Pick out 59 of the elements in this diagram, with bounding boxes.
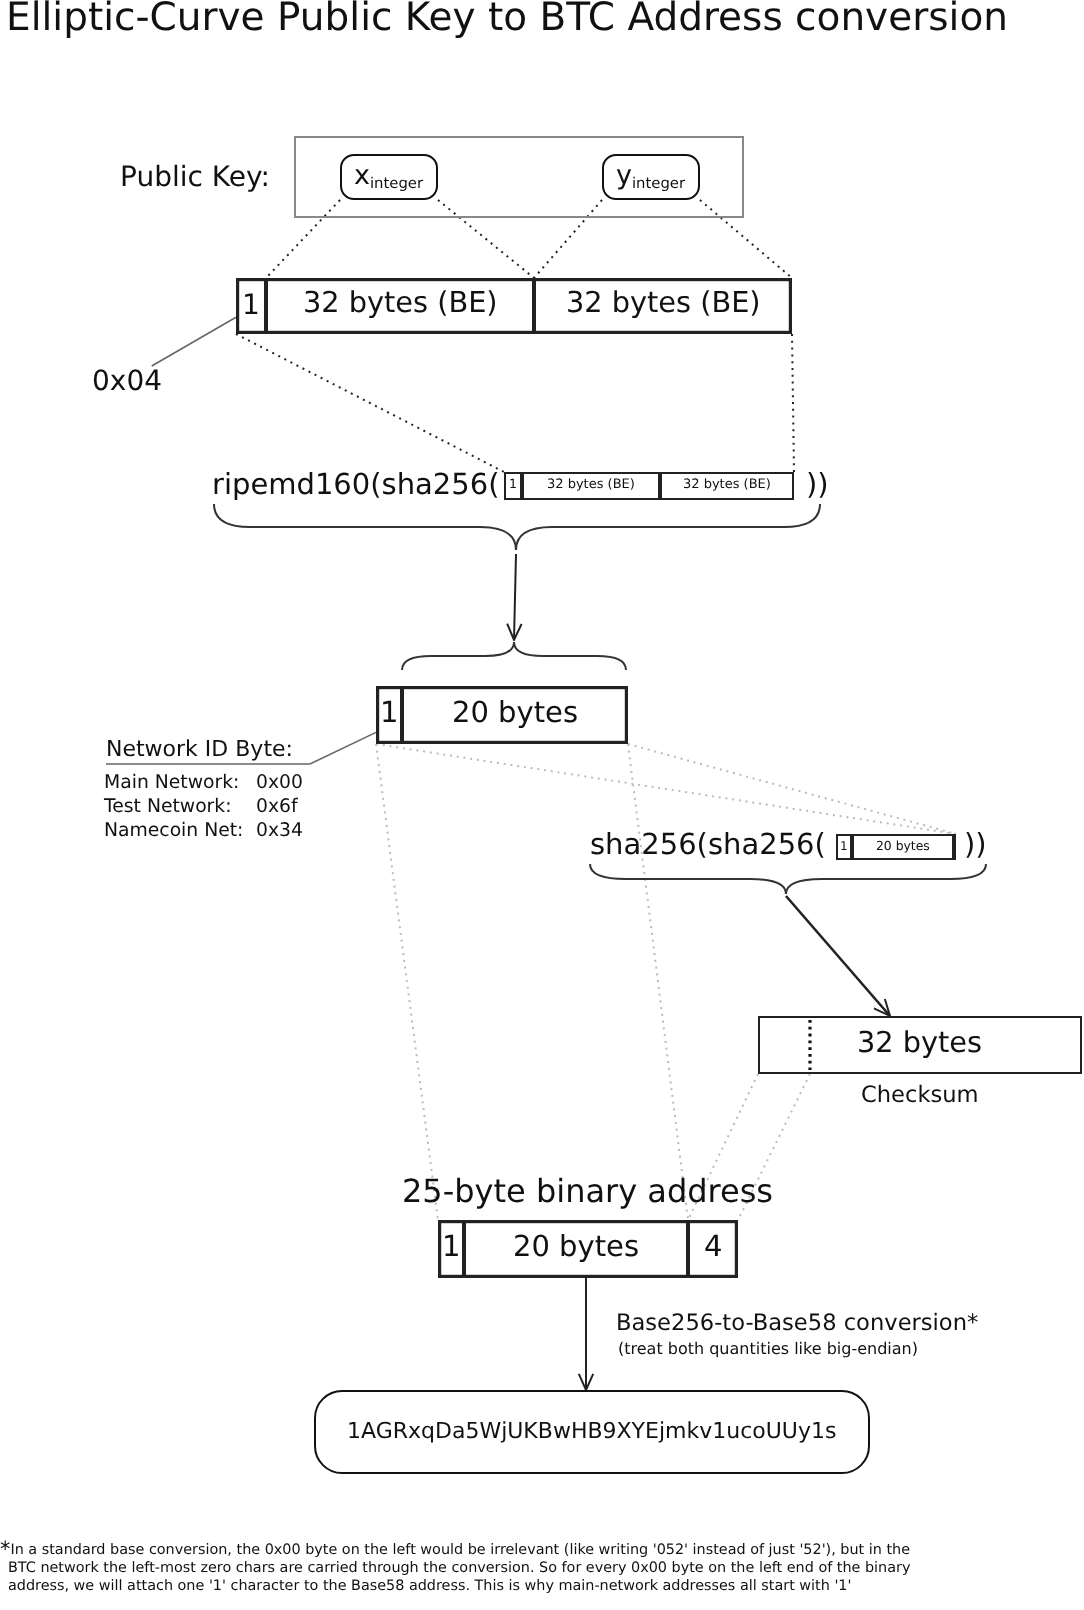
leader-line (150, 316, 237, 367)
expression-text: sha256(sha256( (590, 830, 826, 865)
leader-line (105, 731, 377, 765)
hash-expression (208, 466, 832, 554)
byte-cell (522, 472, 660, 500)
edge-label: Base256-to-Base58 conversion* (616, 1310, 979, 1338)
dotted-line (687, 1073, 759, 1221)
dotted-line (627, 743, 957, 835)
coordinate-label: y$_{integer}$ (616, 160, 686, 194)
network-id-name: Test Network: (104, 795, 232, 818)
dotted-line (533, 199, 603, 279)
network-id-heading: Network ID Byte: (106, 734, 296, 764)
arrow (577, 1277, 595, 1391)
cell-text: 1 (380, 697, 399, 733)
network-id-value: 0x00 (256, 771, 303, 794)
hash-expression (586, 826, 992, 896)
dotted-line (627, 743, 689, 1221)
byte-cell (504, 472, 522, 500)
address-box (314, 1390, 870, 1474)
dotted-line (375, 743, 957, 835)
network-id-value: 0x6f (256, 795, 298, 818)
byte-cell (464, 1220, 688, 1278)
dotted-line (791, 333, 795, 473)
network-id-name: Main Network: (104, 771, 240, 794)
cell-text: 32 bytes (BE) (566, 288, 761, 324)
coordinate-box (602, 154, 700, 200)
frame-heading: Public Key: (120, 162, 270, 196)
coordinate-label: x$_{integer}$ (354, 160, 424, 194)
coordinate-box (340, 154, 438, 200)
prefix-note: 0x04 (92, 366, 164, 400)
network-id-value: 0x34 (256, 819, 303, 842)
cell-text: 4 (704, 1231, 723, 1267)
dotted-line (265, 199, 341, 279)
caption-text: Checksum (861, 1082, 979, 1110)
cell-text: 1 (242, 289, 260, 323)
cell-text: 1 (442, 1231, 461, 1267)
cell-text: 32 bytes (BE) (303, 288, 498, 324)
dotted-line (737, 1073, 811, 1221)
diagram-title: Elliptic-Curve Public Key to BTC Address conversion (6, 0, 1008, 41)
dotted-line (375, 743, 439, 1221)
byte-row (376, 640, 628, 744)
arrow (785, 895, 891, 1017)
byte-cell (266, 278, 534, 334)
expression-text: )) (964, 830, 987, 865)
note-text: (treat both quantities like big-endian) (618, 1340, 918, 1360)
byte-cell (836, 834, 852, 860)
cell-text: 20 bytes (452, 697, 579, 733)
network-id-name: Namecoin Net: (104, 819, 244, 842)
dotted-line (235, 333, 505, 473)
dotted-line (699, 199, 793, 279)
address-text: 1AGRxqDa5WjUKBwHB9XYEjmkv1ucoUUy1s (347, 1418, 837, 1446)
byte-row (236, 278, 792, 334)
dotted-line (437, 199, 535, 279)
row-heading: 25-byte binary address (402, 1172, 773, 1211)
arrow (506, 553, 523, 641)
expression-text: ripemd160(sha256( (212, 469, 500, 504)
cell-text: 20 bytes (513, 1231, 640, 1267)
expression-text: )) (806, 469, 829, 504)
cell-text: 32 bytes (857, 1027, 983, 1063)
